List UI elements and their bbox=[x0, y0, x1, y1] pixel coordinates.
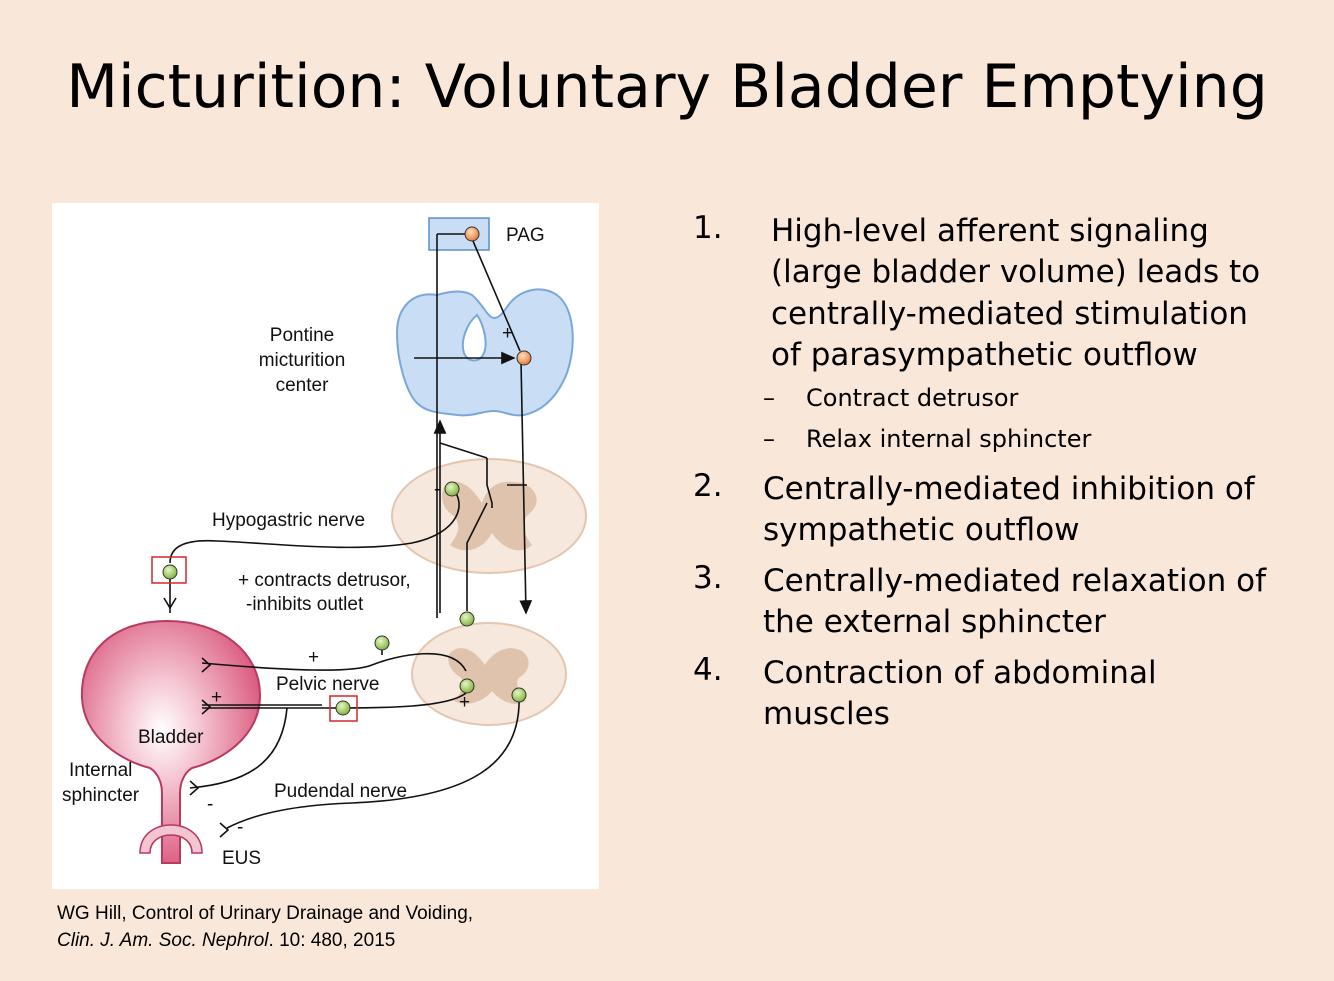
list-item-1-line-2: (large bladder volume) leads to bbox=[771, 254, 1261, 290]
label-minus-eus: - bbox=[237, 817, 243, 838]
neuron-lower-cord-top bbox=[459, 611, 475, 627]
label-internal-1: Internal bbox=[69, 760, 132, 781]
citation: WG Hill, Control of Urinary Drainage and… bbox=[57, 900, 473, 954]
label-minus-internal: - bbox=[207, 794, 213, 815]
diagram-svg: PAG Pontine micturition center + - Hypog… bbox=[62, 217, 587, 869]
grey-matter-upper bbox=[442, 481, 537, 551]
sub-item-1-text: Contract detrusor bbox=[806, 384, 1019, 412]
neuron-pmc bbox=[516, 350, 532, 366]
list-item-4-number: 4. bbox=[693, 652, 723, 688]
list-item-1-line-4: of parasympathetic outflow bbox=[771, 337, 1198, 373]
label-plus-cord: + bbox=[459, 692, 470, 713]
neuron-pelvic-ganglion bbox=[335, 700, 351, 716]
citation-line2: Clin. J. Am. Soc. Nephrol. 10: 480, 2015 bbox=[57, 927, 473, 954]
list-item-3-number: 3. bbox=[693, 560, 723, 596]
nerve-terminals bbox=[163, 597, 230, 838]
label-pontine-1: Pontine bbox=[270, 325, 334, 346]
slide-title: Micturition: Voluntary Bladder Emptying bbox=[66, 52, 1268, 122]
list-item-4-line-2: muscles bbox=[763, 696, 890, 732]
label-plus-pmc: + bbox=[502, 323, 513, 344]
label-pag: PAG bbox=[506, 225, 545, 246]
list-item-3-line-2: the external sphincter bbox=[763, 604, 1106, 640]
label-pelvic: Pelvic nerve bbox=[276, 674, 380, 695]
ganglion-box-hypogastric bbox=[151, 556, 187, 584]
neuron-pag bbox=[464, 226, 480, 242]
list-item-1-number: 1. bbox=[693, 210, 723, 246]
neuron-lower-cord-mid bbox=[459, 678, 475, 694]
sub-item-2-text: Relax internal sphincter bbox=[806, 425, 1092, 453]
neuron-afferent bbox=[374, 635, 390, 651]
eus-shape bbox=[139, 824, 203, 854]
neuron-upper-cord bbox=[444, 481, 460, 497]
label-hypogastric: Hypogastric nerve bbox=[212, 510, 365, 531]
list-item-2-line-2: sympathetic outflow bbox=[763, 512, 1080, 548]
bladder-shape bbox=[80, 619, 262, 864]
label-bladder: Bladder bbox=[138, 727, 204, 748]
label-inhibits: -inhibits outlet bbox=[246, 594, 364, 615]
list-item-4-line-1: Contraction of abdominal bbox=[763, 655, 1157, 691]
list-item-1-line-3: centrally-mediated stimulation bbox=[771, 296, 1248, 332]
label-plus-bladder: + bbox=[211, 687, 222, 708]
neuron-lower-cord-right bbox=[511, 687, 527, 703]
citation-line1: WG Hill, Control of Urinary Drainage and… bbox=[57, 903, 474, 924]
list-item-2-line-1: Centrally-mediated inhibition of bbox=[763, 471, 1255, 507]
citation-journal: Clin. J. Am. Soc. Nephrol bbox=[57, 930, 269, 951]
label-plus-afferent: + bbox=[308, 647, 319, 668]
neuron-hypogastric-ganglion bbox=[162, 564, 178, 580]
label-pudendal: Pudendal nerve bbox=[274, 781, 407, 802]
label-pontine-3: center bbox=[276, 375, 329, 396]
label-contracts: + contracts detrusor, bbox=[238, 570, 411, 591]
list-item-3-line-1: Centrally-mediated relaxation of bbox=[763, 563, 1266, 599]
brainstem-shape bbox=[395, 288, 574, 417]
label-pontine-2: micturition bbox=[259, 350, 346, 371]
label-eus: EUS bbox=[222, 848, 261, 869]
sub-item-1-dash: – bbox=[763, 384, 775, 412]
micturition-diagram: PAG Pontine micturition center + - Hypog… bbox=[52, 203, 599, 889]
ganglion-box-pelvic bbox=[329, 695, 358, 722]
list-item-2-number: 2. bbox=[693, 468, 723, 504]
label-internal-2: sphincter bbox=[62, 785, 140, 806]
list-item-1-line-1: High-level afferent signaling bbox=[771, 213, 1209, 249]
label-minus-cord: - bbox=[434, 479, 440, 500]
sub-item-2-dash: – bbox=[763, 425, 775, 453]
citation-rest: . 10: 480, 2015 bbox=[268, 930, 396, 951]
